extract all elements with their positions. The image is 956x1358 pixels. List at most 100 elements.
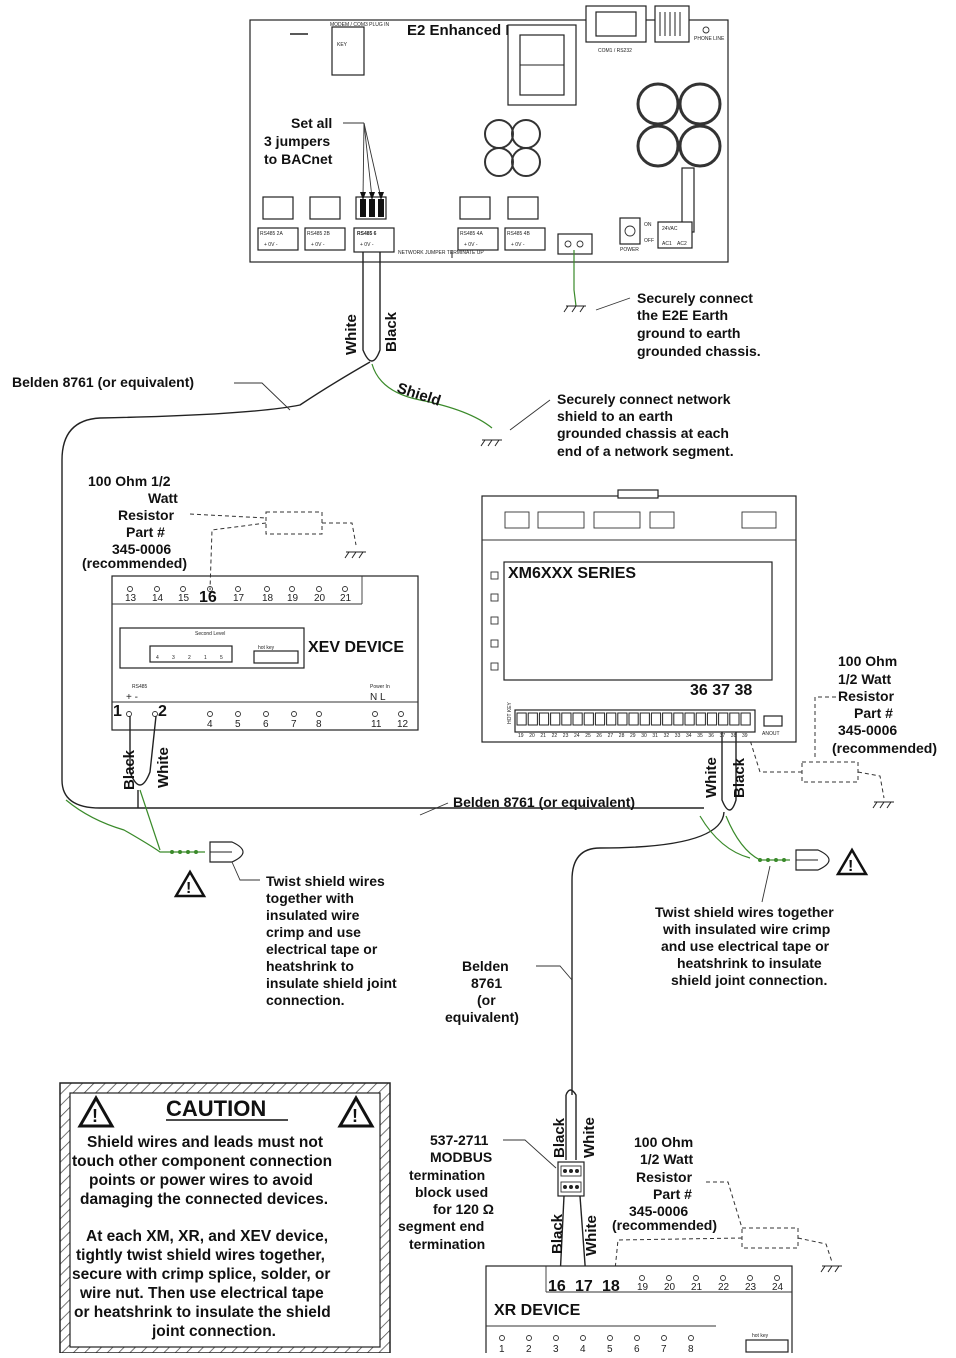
svg-text:Resistor: Resistor — [118, 507, 175, 523]
pib-earth-ground: Securely connect the E2E Earth ground to… — [563, 250, 761, 359]
rs485-ports: RS485 2A + 0V - RS485 2B + 0V - RS485 6 … — [257, 227, 546, 253]
xm-terminal-label: 36 — [708, 733, 714, 739]
svg-text:20: 20 — [664, 1282, 676, 1293]
svg-text:insulate shield joint: insulate shield joint — [266, 975, 397, 991]
xm-terminal-32 — [662, 712, 673, 726]
svg-text:and use electrical tape or: and use electrical tape or — [661, 938, 830, 954]
xm-terminal-26 — [594, 712, 606, 726]
svg-text:Shield: Shield — [395, 380, 443, 410]
svg-text:(or: (or — [477, 992, 496, 1008]
xev-terminal-2: 2 — [158, 703, 167, 720]
svg-text:8: 8 — [688, 1344, 694, 1353]
svg-text:secure with crimp splice, sold: secure with crimp splice, solder, or — [72, 1266, 330, 1283]
xm-terminal-label: 27 — [608, 733, 614, 739]
svg-text:damaging the connected devices: damaging the connected devices. — [80, 1191, 328, 1208]
xm-terminal-label: 30 — [641, 733, 647, 739]
svg-text:White: White — [581, 1117, 598, 1158]
svg-text:Black: Black — [731, 757, 748, 798]
svg-text:Watt: Watt — [148, 490, 178, 506]
svg-text:tightly twist shield wires tog: tightly twist shield wires together, — [76, 1247, 325, 1264]
svg-text:Black: Black — [383, 311, 400, 352]
warning-icon-right: ! — [352, 1106, 358, 1126]
svg-text:Black: Black — [551, 1117, 568, 1158]
svg-text:Shield wires and leads must no: Shield wires and leads must not — [87, 1134, 323, 1151]
svg-text:White: White — [343, 314, 360, 355]
svg-text:N L: N L — [370, 692, 386, 703]
xm-terminal-label: 38 — [731, 733, 737, 739]
svg-text:hot key: hot key — [752, 1333, 769, 1339]
xr-terminal-17: 17 — [575, 1278, 593, 1295]
xm-terminal-36 — [706, 712, 718, 726]
svg-text:100 Ohm 1/2: 100 Ohm 1/2 — [88, 473, 171, 489]
svg-text:shield joint connection.: shield joint connection. — [671, 972, 827, 988]
xm-terminal-label: 33 — [675, 733, 681, 739]
svg-text:21: 21 — [691, 1282, 703, 1293]
svg-text:OFF: OFF — [644, 238, 654, 244]
svg-text:345-0006: 345-0006 — [838, 722, 897, 738]
svg-text:+ 0V -: + 0V - — [311, 242, 325, 248]
svg-text:crimp and use: crimp and use — [266, 924, 361, 940]
warning-icon-left: ! — [92, 1106, 98, 1126]
svg-text:White: White — [583, 1215, 600, 1256]
xm-terminal-label: 22 — [552, 733, 558, 739]
xm-terminal-label: 28 — [619, 733, 625, 739]
svg-text:together with: together with — [266, 890, 354, 906]
port-4a: RS485 4A — [460, 231, 483, 237]
svg-text:shield to an earth: shield to an earth — [557, 408, 673, 424]
svg-text:the E2E Earth: the E2E Earth — [637, 307, 728, 323]
svg-text:11: 11 — [371, 719, 382, 730]
caution-title: CAUTION — [166, 1096, 266, 1121]
xm-terminal-label: 21 — [540, 733, 546, 739]
belden-low-label: Belden 8761 (or equivalent) — [445, 958, 573, 1025]
xr-wires: Black White Black White 537-2711 MODBUS … — [398, 1089, 600, 1279]
svg-text:insulated wire: insulated wire — [266, 907, 360, 923]
svg-text:6: 6 — [263, 719, 269, 730]
jumper-annotation: Set all 3 jumpers to BACnet — [264, 115, 384, 200]
xm-wires: White Black ! Twist shield wires togethe… — [571, 732, 869, 1095]
xm-terminal-label: 29 — [630, 733, 636, 739]
xev-terminal-16: 16 — [199, 589, 217, 606]
svg-text:block used: block used — [415, 1184, 488, 1200]
svg-text:Twist shield wires: Twist shield wires — [266, 873, 385, 889]
svg-text:537-2711: 537-2711 — [430, 1132, 489, 1148]
svg-text:21: 21 — [340, 593, 352, 604]
port-2a: RS485 2A — [260, 231, 283, 237]
svg-text:POWER: POWER — [620, 247, 639, 253]
jumper-blocks — [262, 196, 539, 220]
xm-terminal-33 — [673, 712, 684, 726]
belden-top-label: Belden 8761 (or equivalent) — [12, 374, 194, 390]
svg-text:grounded chassis at each: grounded chassis at each — [557, 425, 729, 441]
svg-text:8: 8 — [316, 719, 322, 730]
svg-text:345-0006: 345-0006 — [629, 1203, 688, 1219]
xev-resistor: 100 Ohm 1/2 Watt Resistor Part # 345-000… — [82, 473, 366, 591]
svg-text:heatshrink to insulate: heatshrink to insulate — [677, 955, 822, 971]
svg-text:RS485: RS485 — [132, 684, 148, 690]
svg-text:equivalent): equivalent) — [445, 1009, 519, 1025]
xm-terminal-label: 23 — [563, 733, 569, 739]
com-label: COM1 / RS232 — [598, 48, 632, 54]
key-label: KEY — [337, 42, 348, 48]
svg-text:5: 5 — [220, 655, 223, 661]
xr-terminal-18: 18 — [602, 1278, 620, 1295]
xev-device: 13 14 15 17 18 19 20 21 16 Second Level … — [111, 575, 419, 731]
svg-text:for 120 Ω: for 120 Ω — [433, 1201, 494, 1217]
modem-label: MODEM / COM3 PLUG IN — [330, 22, 390, 28]
svg-text:Resistor: Resistor — [636, 1169, 693, 1185]
xm-terminal-23 — [561, 712, 572, 726]
xr-terminal-16: 16 — [548, 1278, 566, 1295]
xm-terminal-22 — [550, 712, 561, 726]
svg-text:3: 3 — [553, 1344, 559, 1353]
svg-text:with insulated wire crimp: with insulated wire crimp — [662, 921, 830, 937]
svg-text:19: 19 — [287, 593, 299, 604]
svg-text:+ 0V -: + 0V - — [511, 242, 525, 248]
svg-text:White: White — [703, 757, 720, 798]
svg-text:4: 4 — [580, 1344, 586, 1353]
svg-text:points or power wires to avoid: points or power wires to avoid — [89, 1172, 313, 1189]
caution-box: ! ! CAUTION Shield wires and leads must … — [59, 1082, 391, 1354]
xm-terminal-label: 35 — [697, 733, 703, 739]
xm-terminal-label: 26 — [596, 733, 602, 739]
xev-title: XEV DEVICE — [308, 639, 404, 656]
svg-text:3: 3 — [172, 655, 175, 661]
svg-text:8761: 8761 — [471, 975, 502, 991]
svg-text:!: ! — [186, 880, 191, 897]
